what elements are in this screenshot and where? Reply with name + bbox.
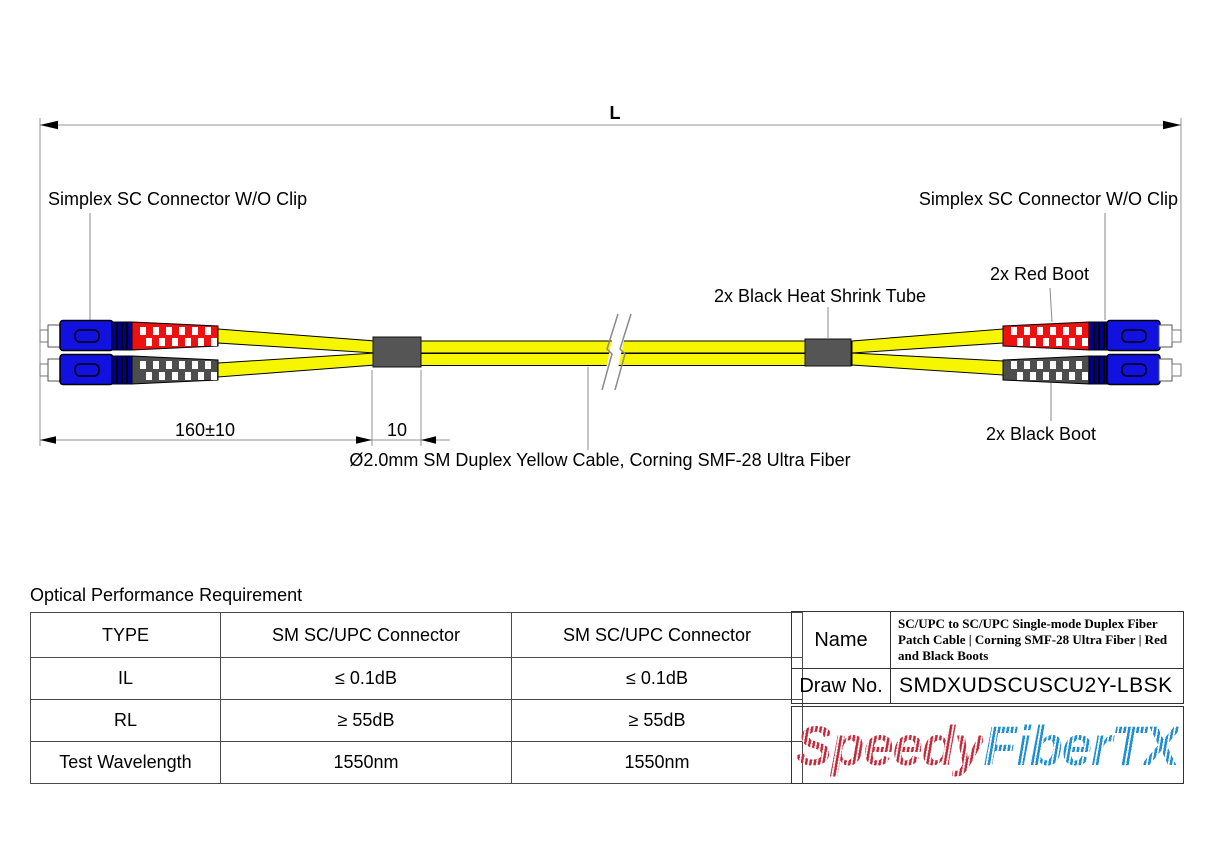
leader-lines [89,213,1106,450]
name-row: Name SC/UPC to SC/UPC Single-mode Duplex… [791,611,1184,669]
left-connector-callout: Simplex SC Connector W/O Clip [48,189,308,209]
row-value: ≤ 0.1dB [220,657,512,700]
logo-text-fibertx: FiberTX [983,713,1179,777]
header-type: TYPE [30,612,221,658]
logo-text-speedy: Speedy [796,713,984,777]
row-value: 1550nm [511,741,803,784]
row-label: RL [30,699,221,742]
red-boot-callout: 2x Red Boot [990,264,1090,284]
heat-shrink-callout: 2x Black Heat Shrink Tube [713,286,927,306]
logo-box: SpeedyFiberTX [791,706,1184,784]
header-connector-1: SM SC/UPC Connector [220,612,512,658]
right-bottom-sc-connector [1002,353,1182,386]
breakout-block [372,336,422,368]
name-label: Name [791,611,891,669]
speedyfibertx-logo: SpeedyFiberTX [796,713,1180,778]
optical-performance-table: TYPE SM SC/UPC Connector SM SC/UPC Conne… [30,612,803,784]
left-bottom-sc-connector [39,353,219,386]
row-value: 1550nm [220,741,512,784]
name-value: SC/UPC to SC/UPC Single-mode Duplex Fibe… [890,611,1184,669]
table-row: RL ≥ 55dB ≥ 55dB [30,699,803,742]
row-value: ≥ 55dB [511,699,803,742]
title-block: Name SC/UPC to SC/UPC Single-mode Duplex… [791,611,1184,784]
performance-table-title: Optical Performance Requirement [30,585,303,605]
heat-shrink-tube [804,338,852,367]
title-block-table: Name SC/UPC to SC/UPC Single-mode Duplex… [791,611,1184,704]
table-header-row: TYPE SM SC/UPC Connector SM SC/UPC Conne… [30,612,803,658]
row-value: ≤ 0.1dB [511,657,803,700]
black-boot-callout: 2x Black Boot [986,424,1097,444]
cable-callout: Ø2.0mm SM Duplex Yellow Cable, Corning S… [349,450,851,470]
draw-no-label: Draw No. [791,668,891,704]
breakout-dimension-label: 10 [386,420,408,440]
table-row: Test Wavelength 1550nm 1550nm [30,741,803,784]
break-symbol [601,312,632,392]
draw-no-row: Draw No. SMDXUDSCUSCU2Y-LBSK [791,668,1184,704]
length-dimension-label: L [609,103,621,123]
row-value: ≥ 55dB [220,699,512,742]
dimension-arrows [40,120,1181,444]
row-label: IL [30,657,221,700]
table-row: IL ≤ 0.1dB ≤ 0.1dB [30,657,803,700]
header-connector-2: SM SC/UPC Connector [511,612,803,658]
left-top-sc-connector [39,319,219,352]
draw-no-value: SMDXUDSCUSCU2Y-LBSK [890,668,1184,704]
right-top-sc-connector [1002,319,1182,352]
left-dimension-label: 160±10 [175,420,235,440]
right-connector-callout: Simplex SC Connector W/O Clip [918,189,1178,209]
dimension-lines [39,118,1182,446]
row-label: Test Wavelength [30,741,221,784]
